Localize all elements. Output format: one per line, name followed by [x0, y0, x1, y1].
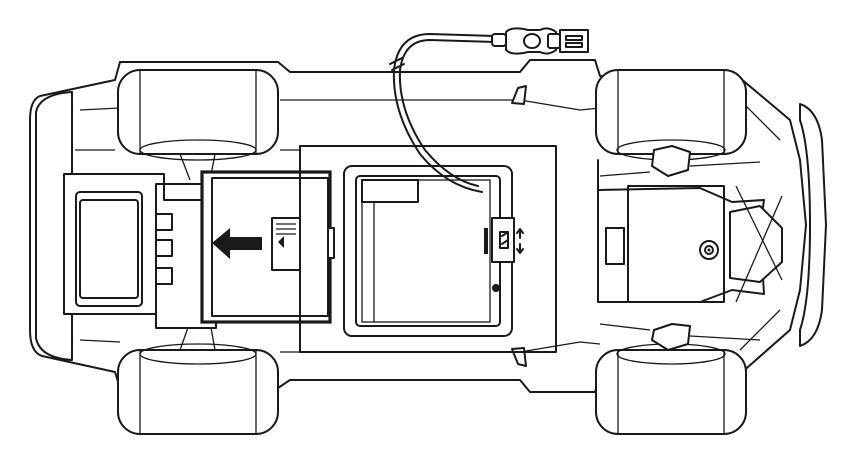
front-cross-lines — [735, 185, 783, 303]
gearbox-slot-2 — [155, 239, 173, 257]
compartment-side-mark — [484, 228, 488, 254]
cover-side-tab — [327, 227, 335, 259]
front-small-plate — [605, 227, 625, 265]
steering-knuckle-bottom — [651, 323, 691, 351]
cable-break-mark — [389, 57, 405, 71]
gearbox-slot-3 — [155, 267, 173, 285]
usb-plug-icon — [491, 27, 589, 55]
front-axle-lines — [599, 161, 761, 341]
wheel-rear-top — [117, 69, 279, 161]
axle-struts — [179, 153, 216, 351]
front-screw-center — [707, 248, 711, 252]
front-section — [597, 145, 783, 351]
power-switch[interactable] — [491, 217, 524, 263]
wheel-rear-bottom — [117, 343, 279, 435]
usb-cable — [389, 27, 589, 193]
compartment-housing — [299, 145, 557, 353]
cover-latch — [271, 217, 301, 271]
battery-cover — [200, 170, 335, 324]
rear-plate-inner — [79, 199, 139, 299]
rear-plate — [75, 191, 143, 307]
wheel-front-bottom — [595, 343, 747, 435]
battery-tab — [361, 179, 419, 203]
gearbox-slot-1 — [155, 213, 173, 231]
wheels — [117, 69, 747, 435]
front-cover — [627, 185, 725, 303]
compartment-well — [361, 179, 491, 323]
front-bumper — [799, 103, 827, 347]
screw-hole — [492, 284, 500, 292]
insert-direction-arrow-icon — [212, 228, 262, 259]
fin-top — [511, 85, 527, 105]
battery-compartment — [299, 145, 557, 353]
switch-down-arrow-icon — [516, 243, 524, 254]
usb-cable-wire-outer — [392, 33, 496, 193]
usb-cable-wire — [398, 39, 496, 187]
switch-up-arrow-icon — [516, 228, 524, 239]
steering-knuckle-top — [651, 145, 691, 177]
